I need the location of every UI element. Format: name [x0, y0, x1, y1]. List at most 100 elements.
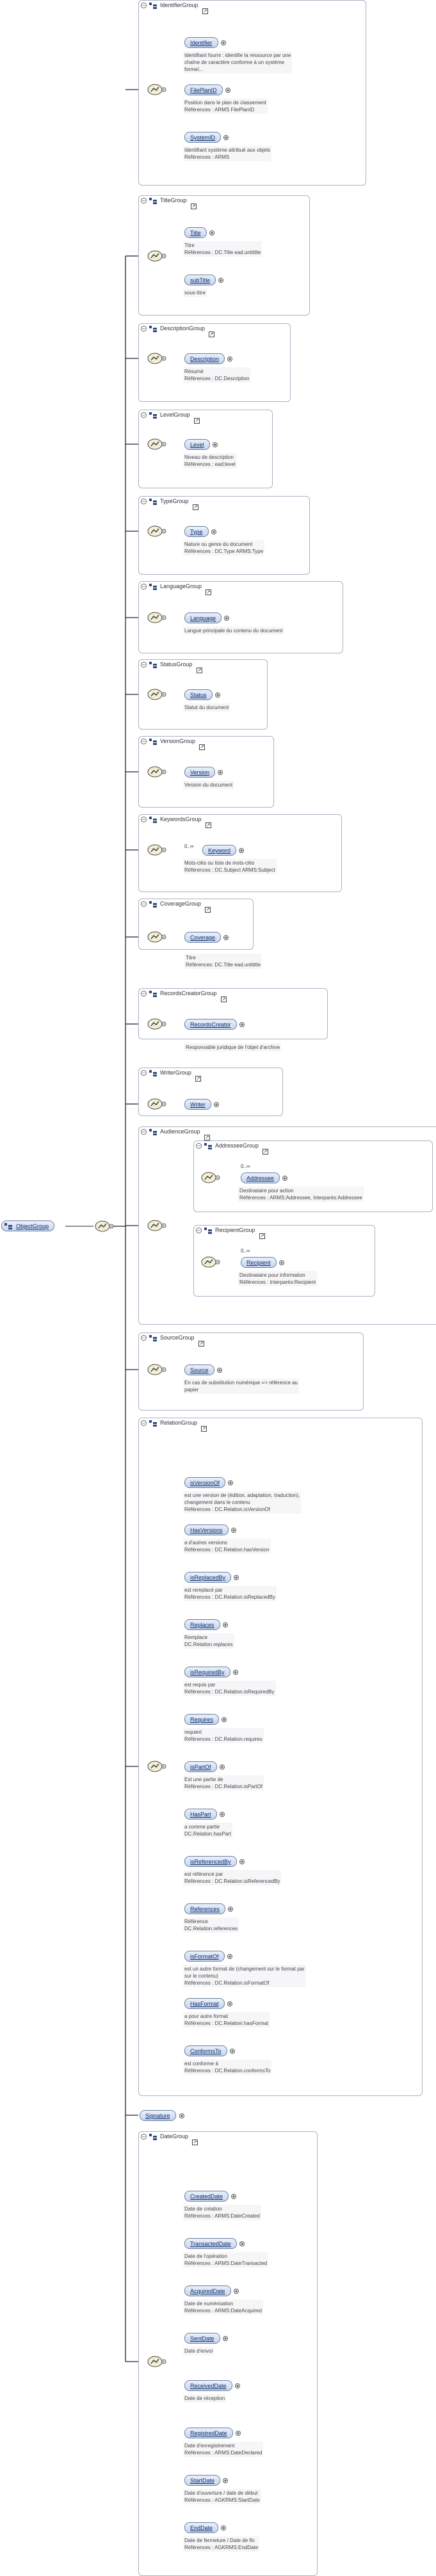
sequence-compositor-icon[interactable]: [147, 1098, 166, 1110]
schema-element[interactable]: References: [184, 1903, 226, 1914]
expand-element-icon[interactable]: [230, 1527, 237, 1533]
schema-element[interactable]: isPartOf: [184, 1761, 217, 1772]
expand-element-icon[interactable]: [227, 1906, 234, 1912]
expand-element-icon[interactable]: [220, 2525, 227, 2531]
expand-icon[interactable]: ↗: [194, 418, 200, 424]
sequence-compositor-icon[interactable]: [147, 1018, 166, 1030]
expand-icon[interactable]: ↗: [204, 1135, 210, 1140]
sequence-compositor-icon[interactable]: [201, 1256, 220, 1268]
expand-icon[interactable]: ↗: [205, 907, 211, 913]
expand-icon[interactable]: ↗: [259, 1233, 265, 1239]
schema-element[interactable]: HasFormat: [184, 1998, 225, 2009]
expand-element-icon[interactable]: [232, 1669, 239, 1676]
expand-element-icon[interactable]: [239, 1859, 245, 1865]
schema-element[interactable]: RecordsCreator: [184, 1019, 237, 1030]
collapse-icon[interactable]: −: [141, 2134, 147, 2140]
expand-element-icon[interactable]: [218, 277, 224, 284]
expand-element-icon[interactable]: [227, 2001, 233, 2007]
expand-icon[interactable]: ↗: [195, 1076, 201, 1082]
expand-element-icon[interactable]: [179, 2113, 185, 2119]
collapse-icon[interactable]: −: [141, 1335, 147, 1341]
collapse-icon[interactable]: −: [141, 901, 147, 907]
sequence-compositor-icon[interactable]: [147, 250, 166, 262]
expand-icon[interactable]: ↗: [209, 332, 214, 337]
expand-element-icon[interactable]: [239, 2241, 245, 2247]
expand-element-icon[interactable]: [222, 1622, 229, 1628]
schema-element[interactable]: HasPart: [184, 1809, 217, 1820]
expand-element-icon[interactable]: [239, 1021, 245, 1028]
expand-element-icon[interactable]: [214, 692, 221, 698]
schema-element[interactable]: ReceivedDate: [184, 2380, 232, 2391]
expand-element-icon[interactable]: [235, 2430, 241, 2436]
schema-element[interactable]: Writer: [184, 1099, 211, 1110]
schema-element[interactable]: isFormatOf: [184, 1951, 225, 1962]
expand-icon[interactable]: ↗: [199, 744, 205, 750]
schema-element[interactable]: Coverage: [184, 932, 222, 943]
sequence-compositor-icon[interactable]: [147, 2355, 166, 2368]
sequence-compositor-icon[interactable]: [147, 83, 166, 96]
expand-element-icon[interactable]: [227, 1953, 233, 1960]
schema-element[interactable]: Addressee: [241, 1172, 280, 1183]
expand-icon[interactable]: ↗: [202, 8, 208, 14]
collapse-icon[interactable]: −: [141, 817, 147, 822]
collapse-icon[interactable]: −: [141, 1070, 147, 1076]
schema-element[interactable]: SystemID: [184, 132, 222, 143]
sequence-compositor-icon[interactable]: [147, 1219, 166, 1232]
expand-icon[interactable]: ↗: [192, 2140, 198, 2145]
expand-element-icon[interactable]: [223, 934, 229, 941]
schema-element[interactable]: Status: [184, 689, 213, 700]
collapse-icon[interactable]: −: [141, 739, 147, 744]
expand-icon[interactable]: ↗: [221, 996, 227, 1002]
expand-icon[interactable]: ↗: [191, 204, 197, 209]
collapse-icon[interactable]: −: [141, 499, 147, 504]
schema-element[interactable]: Identifier: [184, 37, 218, 48]
expand-element-icon[interactable]: [227, 1480, 234, 1486]
expand-icon[interactable]: ↗: [206, 822, 211, 828]
sequence-compositor-icon[interactable]: [147, 1363, 166, 1376]
expand-element-icon[interactable]: [225, 87, 231, 93]
collapse-icon[interactable]: −: [141, 662, 147, 668]
sequence-compositor-icon[interactable]: [147, 611, 166, 624]
schema-element[interactable]: isRequiredBy: [184, 1667, 230, 1677]
expand-element-icon[interactable]: [219, 1764, 225, 1770]
sequence-compositor-icon[interactable]: [147, 1760, 166, 1773]
expand-element-icon[interactable]: [217, 769, 223, 776]
expand-element-icon[interactable]: [233, 1574, 239, 1581]
schema-element[interactable]: Recipient: [241, 1257, 277, 1268]
expand-element-icon[interactable]: [216, 1367, 223, 1373]
expand-element-icon[interactable]: [220, 40, 227, 46]
schema-element[interactable]: FilePlanID: [184, 84, 223, 95]
collapse-icon[interactable]: −: [141, 326, 147, 332]
schema-element[interactable]: Level: [184, 439, 210, 450]
expand-element-icon[interactable]: [219, 1811, 225, 1818]
expand-element-icon[interactable]: [223, 134, 229, 141]
schema-element[interactable]: Type: [184, 526, 209, 537]
expand-icon[interactable]: ↗: [206, 589, 211, 595]
sequence-compositor-icon[interactable]: [147, 352, 166, 365]
expand-element-icon[interactable]: [223, 615, 230, 621]
expand-element-icon[interactable]: [211, 529, 217, 535]
schema-element[interactable]: Language: [184, 612, 222, 623]
collapse-icon[interactable]: −: [141, 198, 147, 204]
expand-element-icon[interactable]: [221, 1716, 227, 1723]
schema-element[interactable]: Replaces: [184, 1619, 220, 1630]
root-element-objectgroup[interactable]: ObjectGroup: [1, 1220, 55, 1231]
schema-element[interactable]: EndDate: [184, 2522, 219, 2533]
expand-element-icon[interactable]: [229, 2048, 236, 2054]
schema-element[interactable]: Version: [184, 767, 216, 778]
collapse-icon[interactable]: −: [141, 991, 147, 996]
sequence-compositor-icon[interactable]: [147, 844, 166, 856]
schema-element[interactable]: Keyword: [202, 845, 237, 856]
expand-icon[interactable]: ↗: [193, 504, 198, 510]
expand-element-icon[interactable]: [209, 230, 215, 236]
sequence-compositor-icon[interactable]: [147, 525, 166, 538]
expand-icon[interactable]: ↗: [262, 1149, 268, 1155]
schema-element[interactable]: isVersionOf: [184, 1477, 226, 1488]
schema-element[interactable]: SentDate: [184, 2333, 220, 2344]
expand-element-icon[interactable]: [282, 1175, 288, 1181]
expand-element-icon[interactable]: [279, 1260, 285, 1266]
schema-element[interactable]: subTitle: [184, 275, 216, 285]
sequence-compositor-icon[interactable]: [201, 1171, 220, 1184]
sequence-compositor-icon[interactable]: [147, 438, 166, 451]
expand-element-icon[interactable]: [234, 2383, 241, 2389]
